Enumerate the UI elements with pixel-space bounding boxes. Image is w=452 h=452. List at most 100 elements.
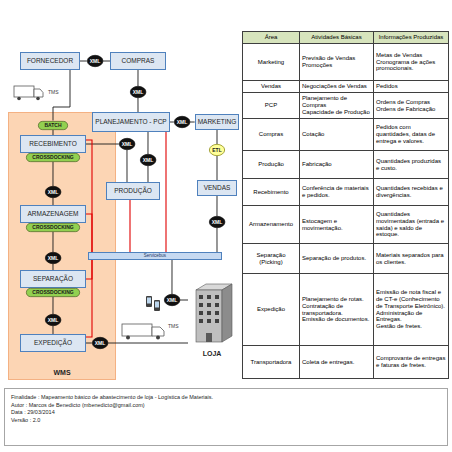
badge-ellipse: [45, 252, 61, 263]
phone-icons: [146, 296, 160, 311]
flow-badge: CROSSDOCKING: [26, 153, 80, 162]
table-cell: Vendas: [243, 81, 300, 93]
badge-pill: [26, 153, 79, 161]
table-text: Informações Produzidas: [376, 34, 446, 41]
building-roof: [196, 284, 232, 290]
table-row: TransportadoraColeta de entregas.Comprov…: [243, 346, 449, 379]
node-label: Versão : 2.0: [11, 417, 441, 425]
table-cell: Recebimento: [243, 179, 300, 206]
table-cell: Pedidos: [374, 81, 449, 93]
building-window: [199, 295, 203, 299]
table-cell: Planejamento de rotas.Contratação de tra…: [300, 274, 374, 346]
table-row: ExpediçãoPlanejamento de rotas.Contrataç…: [243, 274, 449, 346]
table-text: Planejamento de rotas.: [302, 296, 371, 303]
building-window: [207, 311, 211, 315]
system-region: WMSBATCHRECEBIMENTOCROSSDOCKINGXMLARMAZE…: [8, 112, 116, 380]
data-flow-line: [52, 232, 53, 253]
node-label: SEPARAÇÃO: [33, 276, 73, 283]
building-window: [207, 303, 211, 307]
table-text: Cronograma de ações promocionais.: [376, 59, 446, 73]
badge-ellipse: [164, 294, 180, 305]
table-text: Separação (Picking): [245, 252, 297, 266]
data-flow-line: [217, 130, 218, 144]
building-side: [222, 284, 232, 342]
table-cell: Área: [243, 32, 300, 44]
process-box: PLANEJAMENTO - PCP: [92, 112, 170, 132]
table-text: Fabricação: [302, 161, 371, 168]
store-building: [196, 284, 232, 342]
xml-badge: XML: [92, 337, 108, 349]
process-box: COMPRAS: [110, 52, 166, 70]
table-text: Quantidades produzidas e custo.: [376, 158, 446, 172]
table-cell: Cotação: [300, 119, 374, 151]
table-text: Recebimento: [245, 189, 297, 196]
data-flow-line: [80, 61, 87, 62]
bus-link: [86, 214, 92, 252]
table-text: Atividades Básicas: [302, 34, 371, 41]
table-row: Recebimento Conferência de materiais e pe…: [243, 179, 449, 206]
table-cell: Quantidades produzidas e custo.: [374, 151, 449, 179]
table-cell: Compras: [243, 119, 300, 151]
table-text: Administração de Entregas.: [376, 310, 446, 324]
data-flow-line: [217, 156, 218, 180]
table-cell: Quantidades recebidas e divergências.: [374, 179, 449, 206]
flow-badge: BATCH: [38, 121, 68, 130]
node-label: CROSSDOCKING: [32, 155, 73, 160]
table-row: PCPPlanejamento de ComprasCapacidade de …: [243, 93, 449, 119]
badge-ellipse: [119, 138, 135, 149]
data-flow-line: [53, 130, 54, 136]
info-table: Área Atividades Básicas Informações Produz…: [242, 31, 449, 379]
data-flow-line: [190, 122, 195, 123]
table-cell: Comprovante de entregas e faturas de fre…: [374, 346, 449, 379]
node-label: MARKETING: [198, 119, 237, 126]
node-label: VENDAS: [204, 185, 231, 192]
badge-pill: [26, 223, 79, 231]
phone-screen: [147, 298, 151, 304]
process-box: SEPARAÇÃO: [20, 270, 86, 288]
table-cell: Separação de produtos.: [300, 244, 374, 274]
data-flow-line: [103, 61, 110, 62]
node-label: LOJA: [203, 350, 222, 357]
building-window: [215, 303, 219, 307]
building-front: [196, 290, 222, 342]
table-row: ComprasCotaçãoPedidos com quantidades, d…: [243, 119, 449, 151]
building-window: [207, 319, 211, 323]
node-label: Finalidade : Mapeamento básico de abaste…: [11, 394, 441, 402]
table-text: Estocagem e movimentação.: [302, 218, 371, 232]
process-box: RECEBIMENTO: [20, 135, 86, 153]
table-cell: Negociações de Vendas: [300, 81, 374, 93]
table-cell: Fabricação: [300, 151, 374, 179]
table-row: Separação (Picking)Separação de produtos…: [243, 244, 449, 274]
bus-link: [86, 260, 92, 279]
data-flow-line: [147, 132, 148, 154]
table-text: Ordens de Fabricação: [376, 106, 446, 113]
table-text: Conferência de materiais e pedidos.: [302, 185, 371, 199]
truck-icon: [122, 324, 164, 340]
flow-badge: CROSSDOCKING: [26, 223, 80, 232]
badge-pill: [26, 288, 79, 296]
table-text: Coleta de entregas.: [302, 359, 371, 366]
badge-ellipse: [209, 216, 225, 227]
table-text: Ordens de Compras: [376, 99, 446, 106]
table-text: Capacidade de Produção: [302, 109, 371, 116]
badge-ellipse: [174, 116, 190, 127]
table-cell: Marketing: [243, 44, 300, 81]
table-cell: Atividades Básicas: [300, 32, 374, 44]
table-text: Contratação de transportadora.: [302, 303, 371, 317]
table-row: ArmazenamentoEstocagem e movimentação.Qu…: [243, 206, 449, 244]
table-text: Promoções: [302, 62, 371, 69]
data-flow-line: [137, 70, 138, 86]
store-node: LOJA: [188, 280, 236, 358]
node-label: Autor : Marcos de Benedicto (mbenedicto@…: [11, 402, 441, 410]
node-label: CROSSDOCKING: [32, 225, 73, 230]
truck-cab: [152, 327, 164, 336]
table-cell: Pedidos com quantidades, datas de entreg…: [374, 119, 449, 151]
xml-badge: XML: [45, 186, 61, 198]
badge-ellipse: [92, 337, 108, 348]
table-text: Área: [245, 34, 297, 41]
building-window: [207, 295, 211, 299]
xml-badge: XML: [45, 252, 61, 264]
data-flow-line: [216, 196, 217, 216]
data-flow-line: [52, 264, 53, 270]
node-label: CROSSDOCKING: [32, 290, 73, 295]
